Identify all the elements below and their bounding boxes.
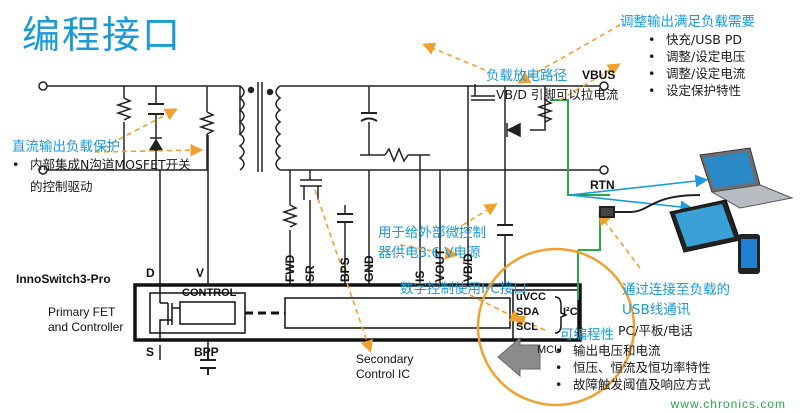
primary-wiring (47, 85, 241, 360)
phone-icon (738, 234, 760, 274)
pin-gnd-label: GND (362, 255, 376, 282)
discharge-fet (471, 84, 495, 101)
list-item: 设定保护特性 (648, 82, 745, 99)
scl-label: SCL (516, 321, 538, 333)
pc-note: PC/平板/电话 (618, 323, 693, 338)
mcu-bracket (554, 296, 569, 334)
discharge-diode (506, 122, 521, 138)
vbus-label: VBUS (582, 68, 616, 82)
vbd-capacitor (497, 224, 513, 236)
clamp-diode (148, 137, 164, 151)
supply-note-line1: 用于给外部微控制 (378, 225, 486, 241)
programmability-label: 可编程性 (560, 327, 614, 343)
sda-label: SDA (516, 306, 540, 318)
page-title: 编程接口 (22, 13, 183, 57)
sr-fet (300, 179, 322, 200)
pin-bps-label: BPS (338, 257, 352, 282)
pin-vout-label: VOUT (433, 248, 447, 282)
list-item: 输出电压和电流 (555, 342, 711, 359)
pin-sr-label: SR (303, 265, 317, 282)
secondary-label-line1: Secondary (356, 352, 414, 366)
primary-block (149, 292, 246, 334)
bias-resistor (198, 111, 216, 135)
usb-cable-icon (599, 194, 701, 218)
list-item: 调整/设定电流 (648, 65, 745, 82)
pin-vbd-label: VB/D (461, 253, 475, 282)
rtn-label: RTN (590, 178, 615, 192)
tablet-icon (669, 199, 741, 253)
i2c-note: 数字控制使用I²C接口 (400, 281, 527, 297)
device-arrows (569, 174, 709, 214)
primary-label-line1: Primary FET (48, 305, 116, 319)
primary-fet-symbol (159, 285, 180, 340)
mcu-arrow (497, 336, 541, 378)
secondary-block (284, 297, 511, 329)
pin-is-label: IS (413, 270, 427, 282)
pin-d-label: D (146, 266, 155, 280)
programmability-highlight (476, 247, 636, 407)
load-discharge-heading: 负载放电路径 (486, 68, 567, 84)
mcu-label: MCU (537, 344, 563, 356)
chip-outline (133, 283, 582, 342)
annotation-arrows (94, 24, 641, 354)
chip-name-label: InnoSwitch3-Pro (16, 272, 111, 286)
primary-label-line2: and Controller (48, 320, 124, 334)
list-item: 调整/设定电压 (648, 48, 745, 65)
left-list: 内部集成N沟道MOSFET开关 (12, 156, 191, 173)
pin-v-label: V (196, 266, 205, 280)
usb-note-line2: USB线通讯 (622, 302, 691, 318)
bpp-capacitor (200, 350, 216, 375)
control-label: CONTROL (182, 287, 237, 299)
top-right-list: 快充/USB PD 调整/设定电压 调整/设定电流 设定保护特性 (648, 31, 745, 99)
left-list-continued: 的控制驱动 (30, 179, 93, 194)
discharge-resistor (536, 99, 554, 123)
list-item: 恒压、恒流及恒功率特性 (555, 359, 711, 376)
supply-note-line2: 器供电3.6 V电源 (378, 245, 481, 261)
secondary-wiring (289, 85, 600, 285)
watermark: www.chronics.com (670, 397, 786, 411)
pin-bpp-label: BPP (194, 345, 219, 359)
transformer (238, 82, 470, 172)
list-item: 快充/USB PD (648, 31, 745, 48)
laptop-icon (699, 147, 794, 209)
list-item: 内部集成N沟道MOSFET开关 (12, 156, 191, 173)
usb-note-line1: 通过连接至负载的 (622, 282, 730, 298)
snubber-resistor (115, 97, 133, 121)
pin-s-label: S (146, 345, 155, 359)
top-right-heading: 调整输出满足负载需要 (620, 14, 755, 30)
i2c-label: I²C (563, 306, 578, 318)
usb-signal-lines (550, 99, 610, 300)
uvcc-label: uVCC (516, 291, 546, 303)
secondary-label-line2: Control IC (356, 367, 411, 381)
list-item: 故障触发阈值及响应方式 (555, 376, 711, 393)
output-capacitor (360, 112, 378, 122)
control-block (179, 301, 236, 325)
output-terminals (599, 81, 609, 175)
left-heading: 直流输出负载保护 (12, 139, 120, 155)
snubber-capacitor (148, 103, 164, 115)
fwd-resistor (281, 204, 299, 228)
load-discharge-text: VB/D 引脚可以拉电流 (496, 87, 619, 102)
programmability-list: 输出电压和电流 恒压、恒流及恒功率特性 故障触发阈值及响应方式 (555, 342, 711, 393)
bps-capacitor (337, 213, 353, 223)
pin-fwd-label: FWD (283, 254, 297, 282)
